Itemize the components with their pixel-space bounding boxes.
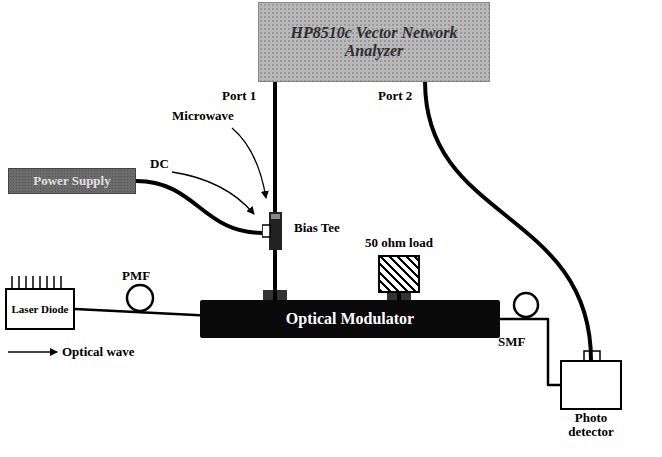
fiber-label: PMF: [122, 268, 150, 284]
node-text: HP8510c Vector Network Analyzer: [269, 24, 479, 61]
load-box: 50 ohm load: [378, 255, 420, 293]
node-text: Optical Modulator: [286, 310, 414, 328]
laser-diode-box: Laser Diode: [5, 288, 75, 330]
bias-tee: Bias Tee: [262, 212, 288, 250]
modulator-bar: Optical Modulator: [200, 300, 500, 338]
microwave-arrow: [232, 128, 266, 198]
cable: [273, 250, 277, 300]
optical-fiber: [500, 319, 560, 385]
optical-fiber: [75, 309, 200, 315]
node-text: Laser Diode: [12, 303, 69, 315]
fiber-label: SMF: [498, 334, 525, 350]
cable: [136, 181, 262, 233]
analyzer-box: HP8510c Vector Network Analyzer: [258, 2, 490, 82]
port-label: Port 2: [378, 88, 412, 104]
signal-label: DC: [150, 156, 169, 172]
signal-label: Microwave: [172, 108, 234, 124]
smf-loop: [514, 293, 538, 317]
node-text: Bias Tee: [294, 220, 340, 236]
cable: [273, 82, 277, 212]
port-label: Port 1: [222, 88, 256, 104]
laser-pins: [12, 276, 61, 288]
node-text: Photo detector: [555, 411, 627, 440]
cable: [397, 293, 401, 300]
bias-tee-shape: [262, 212, 288, 250]
signal-label: Optical wave: [62, 344, 135, 360]
photodetector-box: Photo detector: [560, 360, 622, 410]
optical-wave-arrow: [8, 351, 57, 353]
dc-arrow: [172, 172, 254, 214]
pmf-loop: [127, 285, 153, 311]
power-supply-box: Power Supply: [8, 168, 136, 194]
node-text: Power Supply: [33, 173, 110, 189]
node-text: 50 ohm load: [365, 235, 433, 251]
